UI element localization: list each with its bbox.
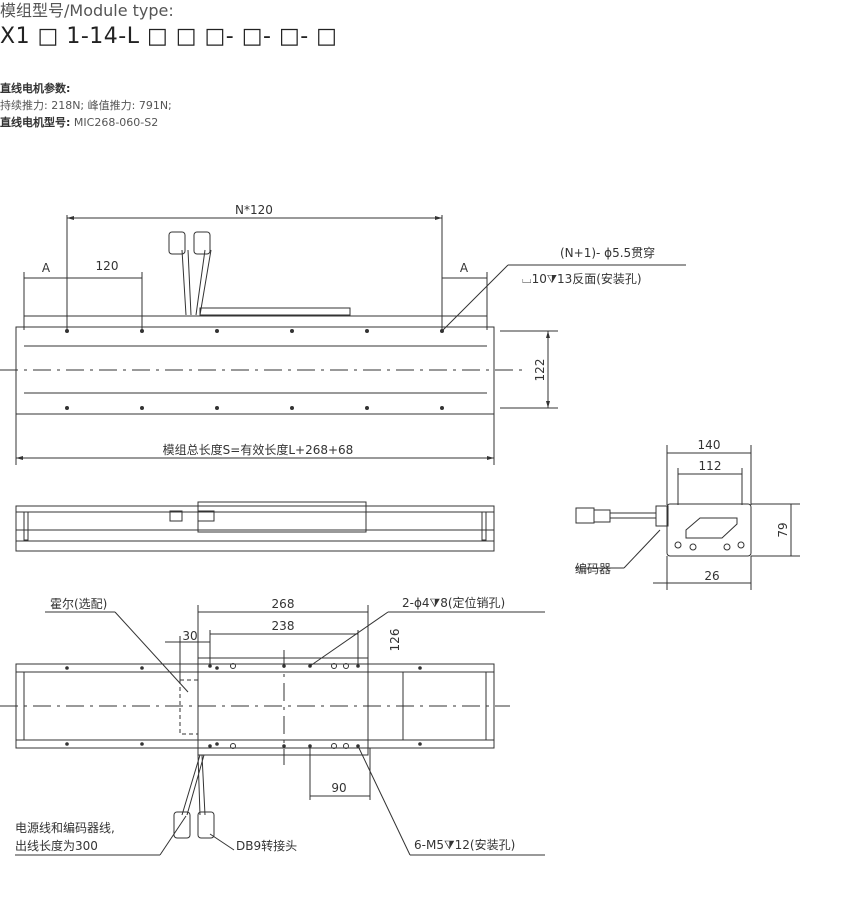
dim-126: 126 — [388, 629, 402, 652]
dim-a-right: A — [460, 261, 469, 275]
dim-238: 238 — [272, 619, 295, 633]
mount-holes-label: 6-M5⧩12(安装孔) — [414, 837, 515, 852]
dim-90: 90 — [331, 781, 346, 795]
hall-label: 霍尔(选配) — [50, 596, 107, 611]
params-title: 直线电机参数: — [0, 82, 71, 95]
motor-model-line: 直线电机型号: MIC268-060-S2 — [0, 114, 158, 130]
dim-120: 120 — [96, 259, 119, 273]
model-code: X1 □ 1-14-L □ □ □- □- □- □ — [0, 24, 338, 49]
pin-holes-label: 2-ϕ4⧩8(定位销孔) — [402, 595, 505, 610]
dim-26: 26 — [704, 569, 719, 583]
encoder-label: 编码器 — [575, 561, 611, 576]
end-view: 140 112 79 26 编码器 — [575, 438, 800, 590]
module-type-label: 模组型号/Module type: — [0, 1, 174, 20]
dim-a-left: A — [42, 261, 51, 275]
total-length-label: 模组总长度S=有效长度L+268+68 — [163, 442, 354, 457]
cable-label: 电源线和编码器线, — [15, 820, 115, 835]
motor-model-label: 直线电机型号: — [0, 116, 71, 129]
db9-label: DB9转接头 — [236, 838, 297, 853]
counterbore-label: ⌴10⧩13反面(安装孔) — [522, 271, 642, 286]
dim-112: 112 — [699, 459, 722, 473]
dim-122: 122 — [533, 359, 547, 382]
top-view: N*120 A 120 A 122 (N+1)- ϕ5.5贯穿 ⌴10⧩13反面… — [0, 203, 686, 465]
dim-n120: N*120 — [235, 203, 273, 217]
dim-79: 79 — [776, 522, 790, 537]
holes-label: (N+1)- ϕ5.5贯穿 — [560, 245, 655, 260]
side-view — [15, 501, 495, 552]
dim-268: 268 — [272, 597, 295, 611]
cable-length-label: 出线长度为300 — [15, 838, 98, 853]
motor-model-value: MIC268-060-S2 — [70, 116, 159, 129]
bottom-view: 268 238 30 126 90 霍尔(选配) 2-ϕ4⧩8(定位销孔) 电源… — [0, 595, 545, 856]
thrust-text: 持续推力: 218N; 峰值推力: 791N; — [0, 99, 172, 112]
dim-30: 30 — [182, 629, 197, 643]
dim-140: 140 — [698, 438, 721, 452]
